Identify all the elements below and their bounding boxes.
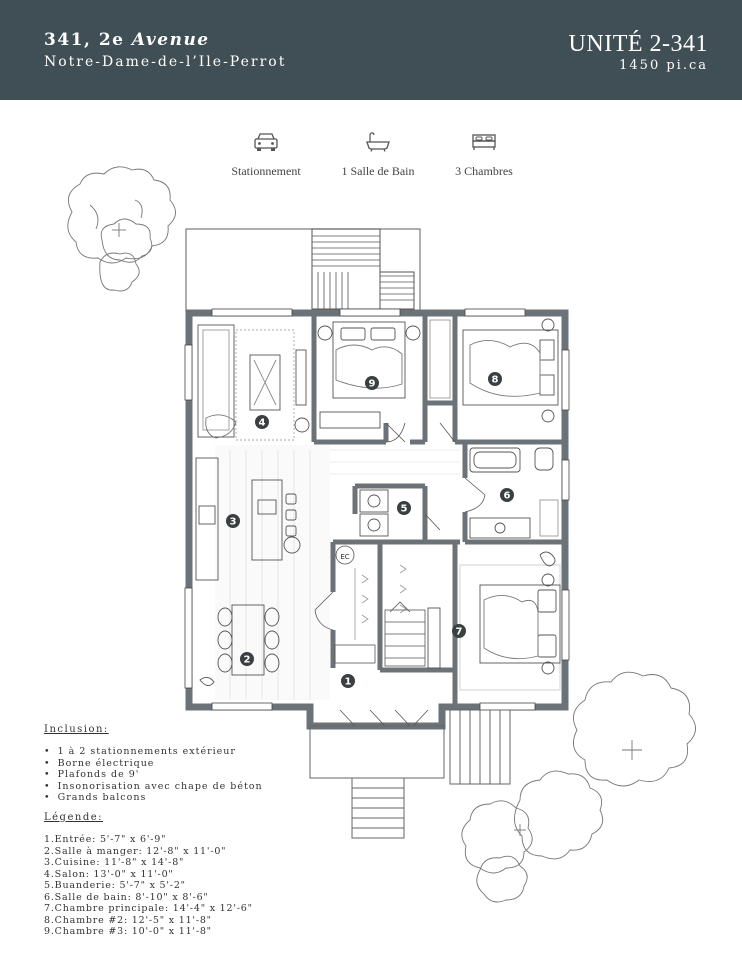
windows <box>184 308 570 711</box>
feature-label-bathroom: 1 Salle de Bain <box>341 164 415 178</box>
room-marker-2: 2 <box>240 652 254 666</box>
room-marker-7: 7 <box>452 624 466 638</box>
bed-icon <box>472 134 496 150</box>
address-line: 341, 2e Avenue <box>44 30 210 50</box>
unit-area: 1450 pi.ca <box>619 58 708 73</box>
interior-walls <box>311 313 565 707</box>
room-marker-4: 4 <box>255 415 269 429</box>
legend-item: 4.Salon: 13'-0" x 11'-0" <box>44 868 174 880</box>
bathroom-fixtures <box>469 447 559 539</box>
header-bar: 341, 2e Avenue Notre-Dame-de-l’Ile-Perro… <box>0 0 742 100</box>
bathtub-icon <box>366 132 390 152</box>
room-marker-5: 5 <box>397 501 411 515</box>
inclusion-title: Inclusion: <box>44 724 109 735</box>
inclusion-list: 1 à 2 stationnements extérieur Borne éle… <box>44 746 263 804</box>
inclusion-item: Grands balcons <box>44 792 263 804</box>
room-marker-1: 1 <box>341 674 355 688</box>
dining-furniture <box>199 604 280 686</box>
legend-item: 1.Entrée: 5'-7" x 6'-9" <box>44 834 167 845</box>
feature-bathroom: 1 Salle de Bain <box>318 132 438 179</box>
svg-text:2: 2 <box>244 655 251 666</box>
legend-title: Légende: <box>44 812 104 823</box>
feature-parking: Stationnement <box>206 132 326 179</box>
svg-text:1: 1 <box>345 677 352 688</box>
room-marker-8: 8 <box>488 372 502 386</box>
hallway-floor <box>215 445 460 700</box>
unit-title: UNITÉ 2-341 <box>568 31 708 57</box>
feature-label-bedrooms: 3 Chambres <box>455 164 513 178</box>
inclusion-item: Insonorisation avec chape de béton <box>44 781 263 793</box>
room-marker-9: 9 <box>365 376 379 390</box>
svg-text:7: 7 <box>456 627 463 638</box>
kitchen-furniture <box>195 457 301 581</box>
inclusion-item: Plafonds de 9' <box>44 769 263 781</box>
feature-bedrooms: 3 Chambres <box>424 132 544 179</box>
living-room-furniture <box>197 324 310 441</box>
legend-item: 7.Chambre principale: 14'-4" x 12'-6" <box>44 903 253 914</box>
legend-item: 3.Cuisine: 11'-8" x 14'-8" <box>44 857 185 868</box>
legend-item: 8.Chambre #2: 12'-5" x 11'-8" <box>44 914 212 926</box>
inclusion-item: 1 à 2 stationnements extérieur <box>44 746 263 758</box>
inclusion-item: Borne électrique <box>44 758 263 770</box>
svg-text:4: 4 <box>259 418 266 429</box>
car-icon <box>254 133 278 151</box>
legend-item: 9.Chambre #3: 10'-0" x 11'-8" <box>44 926 212 937</box>
room-marker-6: 6 <box>500 488 514 502</box>
laundry-appliances <box>359 489 389 537</box>
legend-item: 5.Buanderie: 5'-7" x 5'-2" <box>44 880 186 891</box>
front-porch <box>309 709 511 839</box>
legend-item: 6.Salle de bain: 8'-10" x 8'-6" <box>44 891 209 903</box>
svg-text:3: 3 <box>230 517 237 528</box>
city-name: Notre-Dame-de-l’Ile-Perrot <box>44 54 287 70</box>
tree-bottom-right <box>461 671 696 903</box>
bedroom-2-furniture <box>429 318 559 423</box>
svg-text:5: 5 <box>401 504 408 515</box>
closets-stairs <box>334 545 426 667</box>
tree-top-left <box>67 166 176 292</box>
legend-list: 1.Entrée: 5'-7" x 6'-9" 2.Salle à manger… <box>44 834 253 938</box>
address-street: Avenue <box>131 30 210 50</box>
bedroom-3-furniture <box>317 321 421 429</box>
svg-text:9: 9 <box>369 379 376 390</box>
room-markers: 1 2 3 4 5 6 7 8 9 <box>226 372 514 688</box>
doors <box>314 422 486 727</box>
svg-text:6: 6 <box>504 491 511 502</box>
address-number: 341, 2e <box>44 30 125 50</box>
ec-label: EC <box>340 553 349 561</box>
room-marker-3: 3 <box>226 514 240 528</box>
feature-label-parking: Stationnement <box>231 164 301 178</box>
svg-text:8: 8 <box>492 375 499 386</box>
top-balcony <box>185 228 421 312</box>
legend-item: 2.Salle à manger: 12'-8" x 11'-0" <box>44 845 227 857</box>
